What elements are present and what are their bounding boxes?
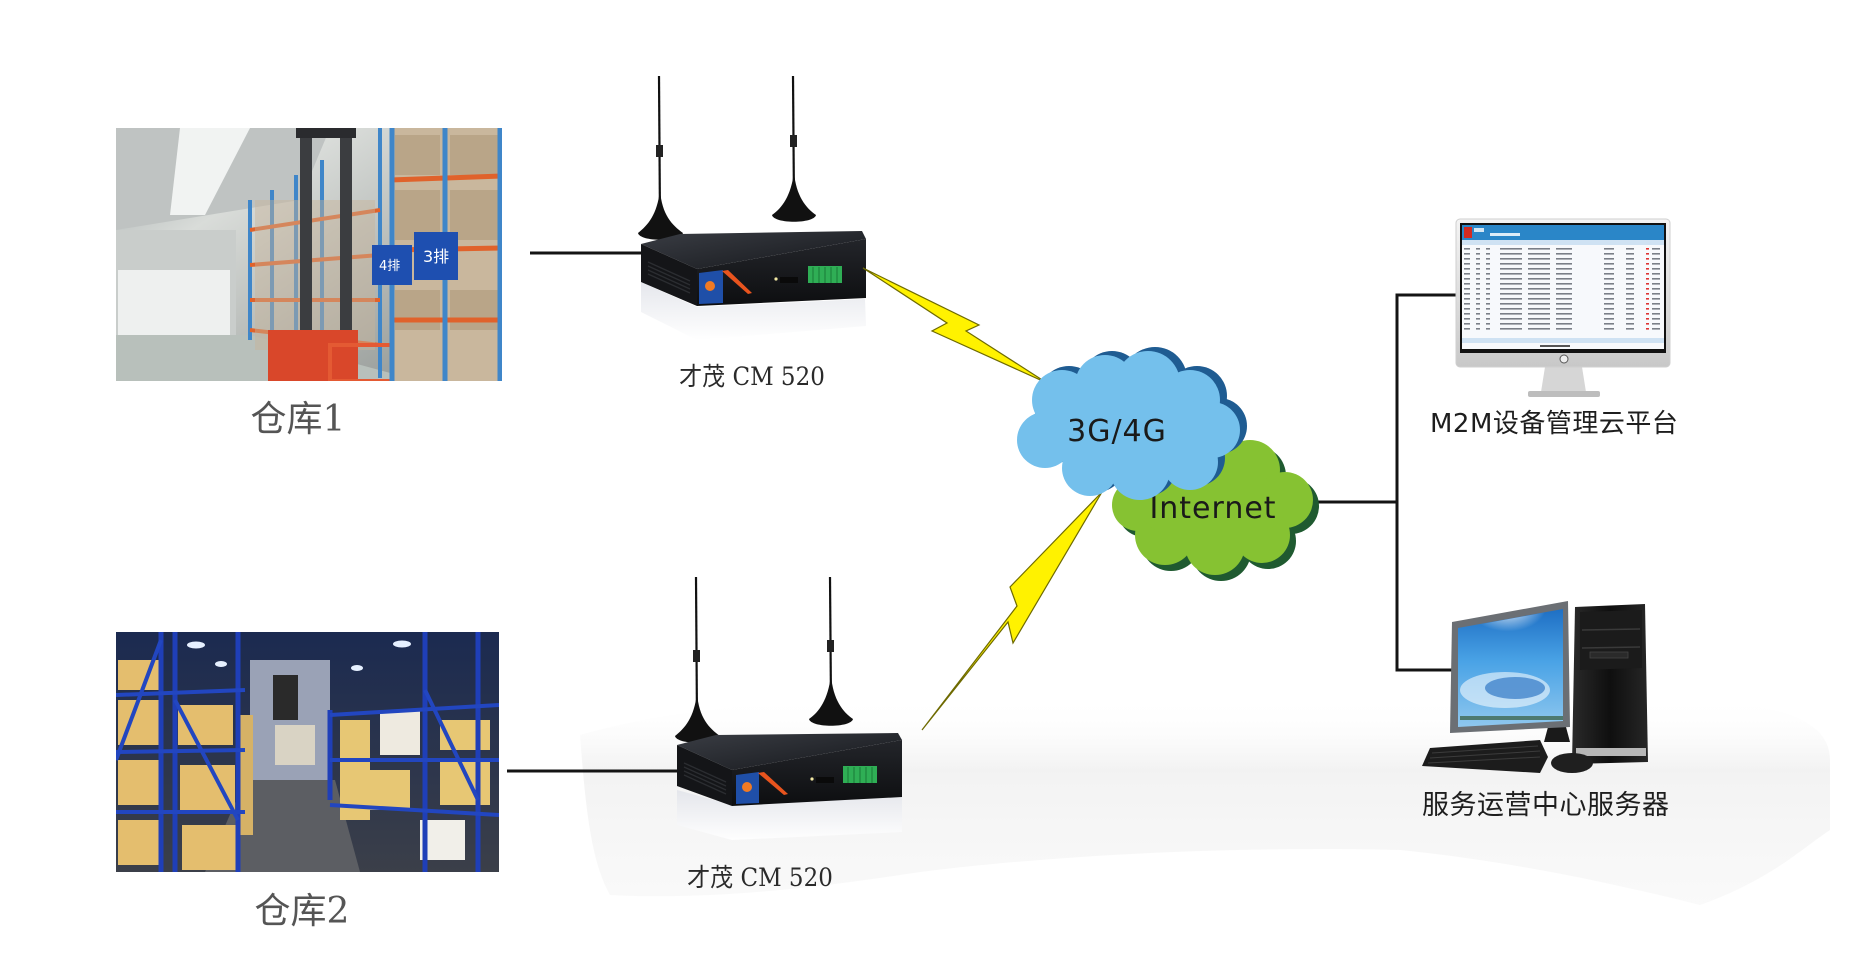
- link-junction-server: [1395, 502, 1452, 672]
- platform-table-row: [1464, 258, 1660, 260]
- warehouse-1-photo: 3排 4排: [116, 128, 502, 381]
- platform-table-row: [1464, 283, 1660, 285]
- wireless-link-bolt-2: [921, 491, 1103, 731]
- platform-table-row: [1464, 278, 1660, 280]
- warehouse-2-photo: [116, 632, 499, 872]
- router-2: [675, 576, 902, 840]
- platform-table-row: [1464, 288, 1660, 290]
- wired-links: [507, 251, 1457, 773]
- wireless-link-bolt-1: [862, 267, 1048, 384]
- warehouse-2-label: 仓库2: [254, 891, 350, 932]
- warehouse-1-label: 仓库1: [250, 399, 346, 440]
- cloud-platform-monitor: [1455, 218, 1671, 397]
- platform-table-row: [1464, 268, 1660, 270]
- platform-table-row: [1464, 303, 1660, 305]
- router-2-label: 才茂 CM 520: [687, 863, 833, 892]
- svg-text:4排: 4排: [379, 259, 400, 274]
- cellular-network-cloud: 3G/4G: [1017, 347, 1247, 500]
- platform-table-row: [1464, 293, 1660, 295]
- internet-label: Internet: [1149, 491, 1276, 526]
- power-button-icon: [1559, 354, 1569, 364]
- server-label: 服务运营中心服务器: [1422, 790, 1670, 821]
- router-1-label: 才茂 CM 520: [679, 362, 825, 391]
- router-1: [638, 75, 866, 340]
- platform-table-row: [1464, 263, 1660, 265]
- keyboard-icon: [1422, 740, 1548, 773]
- antenna-icon: [638, 75, 816, 240]
- platform-table-row: [1464, 308, 1660, 310]
- platform-table-row: [1464, 298, 1660, 300]
- antenna-icon: [675, 576, 853, 743]
- cloud-platform-label: M2M设备管理云平台: [1430, 409, 1679, 439]
- platform-table-row: [1464, 273, 1660, 275]
- server-computer: [1422, 601, 1648, 773]
- platform-table-row: [1464, 253, 1660, 255]
- platform-table-row: [1464, 328, 1660, 330]
- svg-text:3排: 3排: [423, 247, 449, 266]
- link-junction-cloud-platform: [1395, 293, 1457, 502]
- platform-table-row: [1464, 313, 1660, 315]
- mouse-icon: [1551, 753, 1593, 773]
- platform-table-row: [1464, 318, 1660, 320]
- platform-table-row: [1464, 248, 1660, 250]
- platform-table-row: [1464, 323, 1660, 325]
- cellular-label: 3G/4G: [1067, 414, 1167, 449]
